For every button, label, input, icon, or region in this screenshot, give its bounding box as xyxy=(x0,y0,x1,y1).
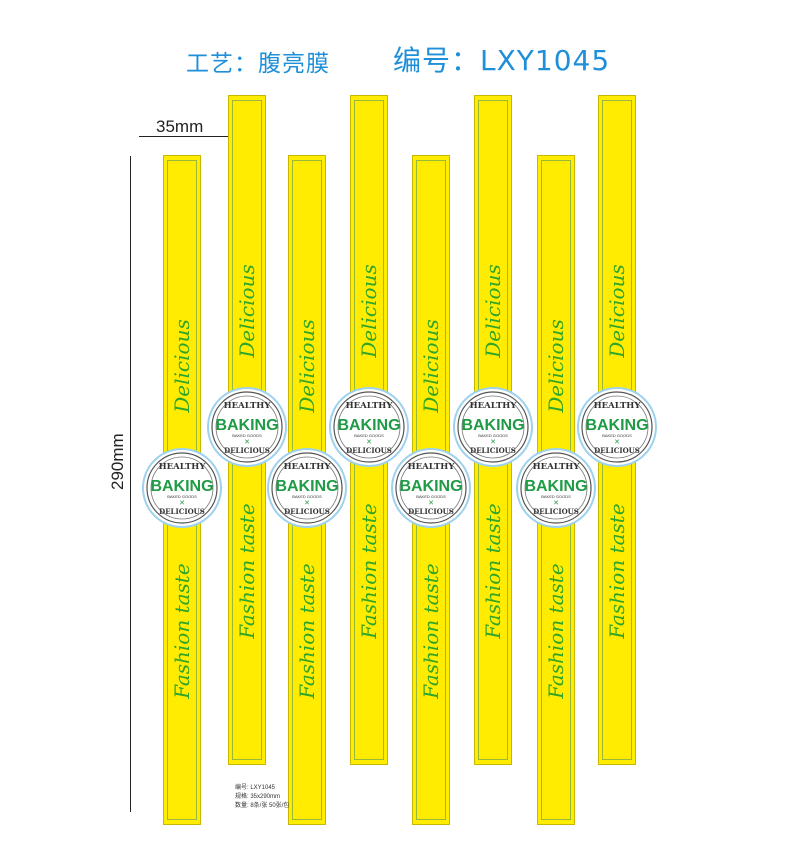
badge-outer-ring xyxy=(581,391,653,463)
strip-text-delicious: Delicious xyxy=(170,319,194,413)
strip-text-fashion-taste: Fashion taste xyxy=(295,563,319,699)
whisk-cross-icon: ✕ xyxy=(366,438,372,446)
strip-text-fashion-taste: Fashion taste xyxy=(235,503,259,639)
badge-top-text: HEALTHY xyxy=(346,401,394,411)
badge-inner-ring xyxy=(150,456,214,520)
badge-top-text: HEALTHY xyxy=(533,462,581,472)
badge-inner-ring xyxy=(215,395,279,459)
strip-text-delicious: Delicious xyxy=(481,264,505,358)
badge-bottom-text: DELICIOUS xyxy=(346,446,392,455)
badge-sub-text: BAKED GOODS xyxy=(354,433,384,438)
badge-outer-ring xyxy=(395,452,467,524)
badge-outer-ring xyxy=(146,452,218,524)
badge-sub-text: BAKED GOODS xyxy=(292,494,322,499)
badge-outer-ring xyxy=(520,452,592,524)
badge-bottom-text: DELICIOUS xyxy=(159,507,205,516)
strip-text-fashion-taste: Fashion taste xyxy=(357,503,381,639)
badge-sub-text: BAKED GOODS xyxy=(416,494,446,499)
badge-main-text: BAKING xyxy=(585,417,648,434)
whisk-cross-icon: ✕ xyxy=(490,438,496,446)
badge-inner-ring xyxy=(399,456,463,520)
badge-inner-ring xyxy=(337,395,401,459)
spec-quantity: 数量: 8条/张 50张/包 xyxy=(235,803,290,809)
whisk-cross-icon: ✕ xyxy=(304,499,310,507)
whisk-cross-icon: ✕ xyxy=(244,438,250,446)
strip-text-delicious: Delicious xyxy=(544,319,568,413)
strip-text-delicious: Delicious xyxy=(235,264,259,358)
badge-main-text: BAKING xyxy=(275,478,338,495)
strip-text-fashion-taste: Fashion taste xyxy=(419,563,443,699)
width-dimension-line xyxy=(139,136,236,137)
badge-top-text: HEALTHY xyxy=(594,401,642,411)
badge-bottom-text: DELICIOUS xyxy=(594,446,640,455)
badge-inner-ring xyxy=(461,395,525,459)
strip-text-fashion-taste: Fashion taste xyxy=(170,563,194,699)
product-code: 编号：LXY1045 xyxy=(393,44,611,77)
badge-main-text: BAKING xyxy=(399,478,462,495)
badge-top-text: HEALTHY xyxy=(470,401,518,411)
spec-size: 规格: 35x290mm xyxy=(235,794,281,800)
whisk-cross-icon: ✕ xyxy=(614,438,620,446)
badge-inner-ring xyxy=(275,456,339,520)
badge-top-text: HEALTHY xyxy=(284,462,332,472)
whisk-cross-icon: ✕ xyxy=(553,499,559,507)
badge-outer-ring xyxy=(333,391,405,463)
badge-bottom-text: DELICIOUS xyxy=(470,446,516,455)
height-dimension: 290mm xyxy=(108,433,127,490)
badge-sub-text: BAKED GOODS xyxy=(478,433,508,438)
strip-text-fashion-taste: Fashion taste xyxy=(544,563,568,699)
whisk-cross-icon: ✕ xyxy=(179,499,185,507)
badge-top-text: HEALTHY xyxy=(224,401,272,411)
badge-bottom-text: DELICIOUS xyxy=(284,507,330,516)
strip-text-delicious: Delicious xyxy=(295,319,319,413)
badge-main-text: BAKING xyxy=(150,478,213,495)
strip-text-fashion-taste: Fashion taste xyxy=(481,503,505,639)
badge-sub-text: BAKED GOODS xyxy=(232,433,262,438)
badge-main-text: BAKING xyxy=(461,417,524,434)
badge-top-text: HEALTHY xyxy=(408,462,456,472)
strip-text-delicious: Delicious xyxy=(419,319,443,413)
badge-outer-ring xyxy=(271,452,343,524)
badge-sub-text: BAKED GOODS xyxy=(602,433,632,438)
spec-code: 编号: LXY1045 xyxy=(235,785,276,791)
badge-sub-text: BAKED GOODS xyxy=(167,494,197,499)
strip-text-delicious: Delicious xyxy=(605,264,629,358)
badge-top-text: HEALTHY xyxy=(159,462,207,472)
width-dimension: 35mm xyxy=(156,117,204,136)
badge-outer-ring xyxy=(211,391,283,463)
process-label: 工艺：腹亮膜 xyxy=(186,51,330,77)
badge-bottom-text: DELICIOUS xyxy=(224,446,270,455)
badge-inner-ring xyxy=(524,456,588,520)
badge-main-text: BAKING xyxy=(337,417,400,434)
badge-main-text: BAKING xyxy=(215,417,278,434)
badge-main-text: BAKING xyxy=(524,478,587,495)
badge-bottom-text: DELICIOUS xyxy=(408,507,454,516)
badge-bottom-text: DELICIOUS xyxy=(533,507,579,516)
strip-text-delicious: Delicious xyxy=(357,264,381,358)
badge-inner-ring xyxy=(585,395,649,459)
height-dimension-line xyxy=(130,156,131,812)
strip-text-fashion-taste: Fashion taste xyxy=(605,503,629,639)
badge-outer-ring xyxy=(457,391,529,463)
badge-sub-text: BAKED GOODS xyxy=(541,494,571,499)
whisk-cross-icon: ✕ xyxy=(428,499,434,507)
